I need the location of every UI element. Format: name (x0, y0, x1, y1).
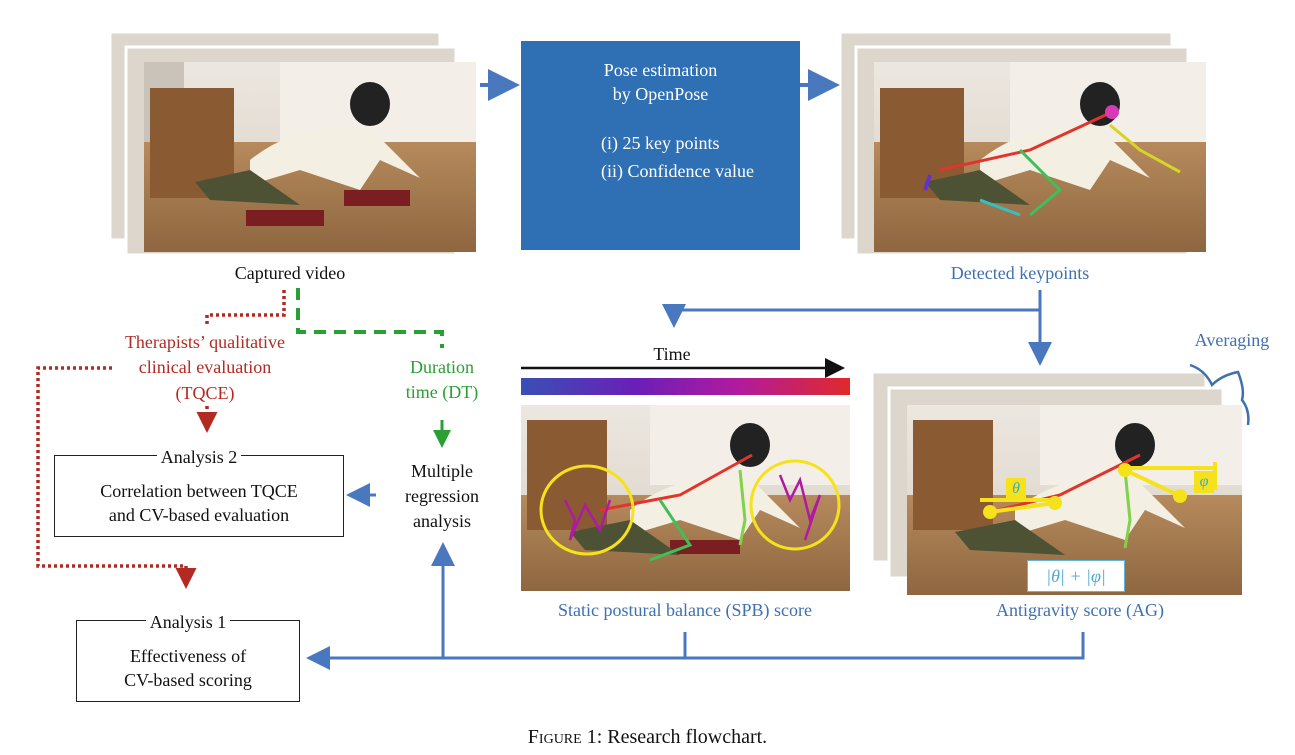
averaging-brace (1189, 363, 1250, 426)
caption-text: : Research flowchart. (596, 726, 768, 748)
pose-estimation-title: Pose estimation by OpenPose (521, 58, 800, 106)
analysis2-title: Analysis 2 (156, 447, 242, 467)
tqce-label-line1: Therapists’ qualitative (124, 332, 286, 352)
tqce-label-line3: (TQCE) (175, 383, 235, 403)
detected-keypoints-photo (874, 62, 1206, 252)
yellow-circle-right (749, 459, 841, 551)
analysis1-box: Analysis 1 Effectiveness of CV-based sco… (76, 612, 300, 702)
analysis2-line1: Correlation between TQCE (100, 481, 298, 501)
analysis2-title-wrap: Analysis 2 (55, 445, 343, 469)
ag-frames (870, 370, 1242, 595)
pose-item-keypoints: (i) 25 key points (601, 133, 720, 153)
ag-score-label: Antigravity score (AG) (996, 600, 1164, 620)
time-color-bar (521, 378, 850, 395)
dt-label-line1: Duration (410, 357, 474, 377)
pose-item-confidence: (ii) Confidence value (601, 161, 754, 181)
analysis1-title: Analysis 1 (145, 612, 231, 632)
tqce-label-line2: clinical evaluation (138, 357, 272, 377)
detected-keypoints-frames (838, 30, 1206, 257)
captured-video-frames (108, 30, 476, 257)
detected-keypoints-label: Detected keypoints (950, 263, 1090, 283)
theta-symbol: θ (1006, 478, 1026, 500)
dt-dashed-path (296, 288, 444, 348)
averaging-label: Averaging (1194, 330, 1270, 350)
yellow-circle-left (539, 464, 635, 556)
pose-title-line2: by OpenPose (612, 84, 709, 104)
analysis1-title-wrap: Analysis 1 (77, 610, 299, 634)
analysis1-line1: Effectiveness of (129, 646, 247, 666)
analysis2-line2: and CV-based evaluation (108, 505, 290, 525)
mra-label-line1: Multiple (411, 461, 473, 481)
arrow-keypoints-to-spb (662, 304, 1040, 328)
phi-symbol: φ (1194, 471, 1214, 493)
angle-sum-box: |θ| + |φ| (1027, 560, 1125, 592)
spb-panel (521, 358, 850, 591)
spb-score-label: Static postural balance (SPB) score (558, 600, 812, 620)
captured-video-label: Captured video (234, 263, 346, 283)
pose-estimation-box: Pose estimation by OpenPose (i) 25 key p… (521, 41, 800, 250)
pose-title-line1: Pose estimation (603, 60, 718, 80)
caption-prefix: Figure 1 (527, 726, 597, 748)
mra-label-line2: regression (405, 486, 479, 506)
bottom-bracket (683, 632, 1085, 660)
tqce-dotted-path (36, 290, 286, 589)
captured-video-photo (144, 62, 476, 252)
ag-photo (907, 405, 1242, 595)
dt-label-line2: time (DT) (405, 382, 479, 402)
mra-label-line3: analysis (413, 511, 471, 531)
time-label: Time (653, 344, 691, 364)
analysis2-box: Analysis 2 Correlation between TQCE and … (54, 447, 344, 537)
analysis1-line2: CV-based scoring (124, 670, 252, 690)
figure-caption: Figure 1: Research flowchart. (0, 726, 1295, 749)
